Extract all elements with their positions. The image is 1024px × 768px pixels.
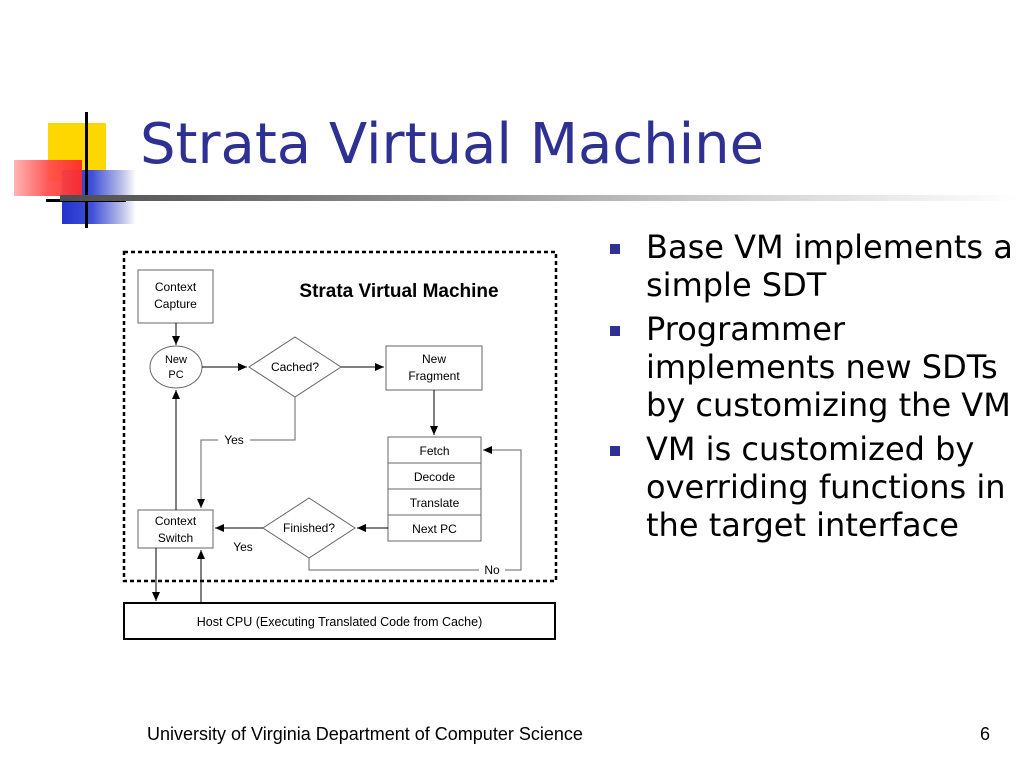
bullet-text: VM is customized by overriding functions… (646, 430, 1006, 544)
next-pc-label: Next PC (412, 522, 457, 536)
vm-boundary (122, 250, 558, 583)
deco-vertical-line (85, 112, 88, 228)
slide-title: Strata Virtual Machine (140, 112, 765, 177)
no-loop-path (308, 446, 522, 571)
host-cpu-box (123, 602, 556, 640)
new-pc-circle (149, 345, 203, 389)
deco-red-square (14, 160, 82, 196)
slide-footer: University of Virginia Department of Com… (147, 724, 583, 744)
bullet-item: VM is customized by overriding functions… (606, 430, 1016, 544)
context-switch-box (137, 509, 214, 549)
context-capture-label-1: Context (155, 280, 197, 294)
context-switch-label-1: Context (155, 514, 197, 528)
translate-label: Translate (410, 496, 460, 510)
yes-path-cached (197, 397, 296, 508)
new-fragment-label-2: Fragment (408, 369, 460, 383)
bullet-text: Base VM implements a simple SDT (646, 228, 1013, 304)
yes-cached-label: Yes (224, 433, 244, 447)
square-bullet-icon (610, 446, 620, 456)
title-rule (60, 195, 1020, 201)
context-switch-label-2: Switch (158, 531, 193, 545)
new-pc-label-2: PC (168, 369, 183, 381)
bullet-list: Base VM implements a simple SDT Programm… (606, 228, 1016, 550)
bullet-text: Programmer implements new SDTs by custom… (646, 310, 1011, 424)
decode-label: Decode (414, 470, 456, 484)
yes-finished-label: Yes (233, 540, 253, 554)
bullet-item: Programmer implements new SDTs by custom… (606, 310, 1016, 424)
square-bullet-icon (610, 326, 620, 336)
context-capture-label-2: Capture (154, 297, 197, 311)
diagram-title: Strata Virtual Machine (299, 281, 498, 302)
context-capture-box (137, 269, 214, 324)
no-bg (479, 562, 505, 577)
new-pc-label-1: New (165, 354, 187, 366)
yes-cached-bg (218, 431, 250, 447)
host-cpu-label: Host CPU (Executing Translated Code from… (197, 615, 483, 629)
translate-box (387, 488, 482, 516)
square-bullet-icon (610, 244, 620, 254)
bullet-item: Base VM implements a simple SDT (606, 228, 1016, 304)
fetch-label: Fetch (419, 444, 449, 458)
page-number: 6 (980, 724, 991, 744)
next-pc-box (387, 514, 482, 542)
new-fragment-label-1: New (422, 352, 446, 366)
cached-label: Cached? (271, 360, 319, 374)
finished-label: Finished? (283, 521, 335, 535)
fetch-box (387, 436, 482, 464)
no-label: No (484, 563, 500, 577)
